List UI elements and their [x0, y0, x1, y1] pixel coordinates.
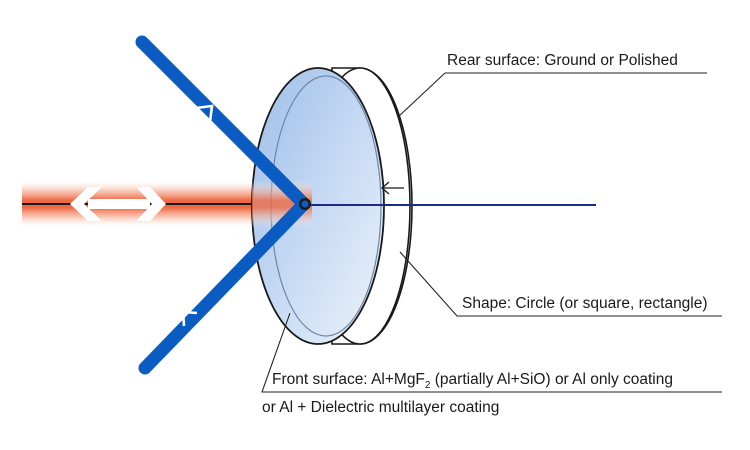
beam-chevron-down-icon: [181, 310, 198, 327]
reflected-blue-beam: [138, 197, 311, 375]
incident-blue-beam: [135, 35, 311, 211]
beam-chevron-down-icon: [195, 104, 214, 123]
leader-lines: [261, 72, 722, 393]
shape-label: Shape: Circle (or square, rectangle): [462, 295, 708, 312]
front-surface-label: Front surface: Al+MgF2 (partially Al+SiO…: [272, 371, 673, 391]
front-leader-line: [261, 312, 722, 393]
front-label-subscript: 2: [425, 380, 431, 391]
front-surface-label-line2: or Al + Dielectric multilayer coating: [262, 399, 499, 416]
front-label-prefix: Front surface: Al+MgF: [272, 371, 425, 388]
laser-chevron-bar: [88, 199, 150, 209]
blue-beams: [135, 35, 311, 375]
front-label-suffix: (partially Al+SiO) or Al only coating: [430, 371, 673, 388]
laser-chevron-icon: [136, 187, 166, 221]
laser-chevron-icon: [70, 187, 102, 221]
left-arrow-icon: [381, 181, 404, 195]
rear-surface-label: Rear surface: Ground or Polished: [447, 52, 678, 69]
rear-leader-line: [397, 72, 707, 118]
shape-leader-line: [399, 251, 722, 317]
